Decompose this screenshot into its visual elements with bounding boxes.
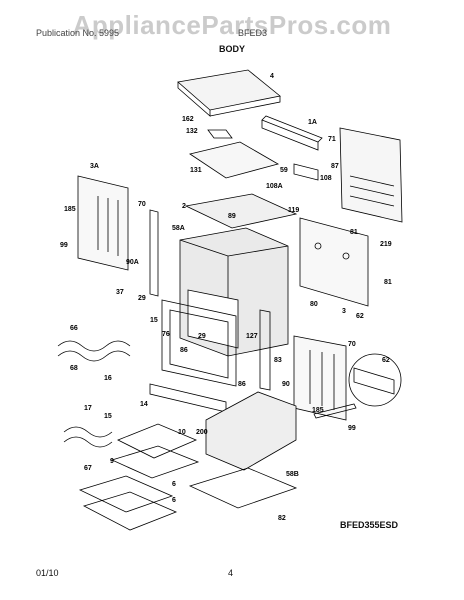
top-panel (177, 69, 281, 117)
label-90: 90 (282, 381, 290, 388)
publication-header: Publication No. 5995 (36, 28, 120, 38)
base-frame (188, 467, 298, 509)
label-162: 162 (182, 116, 194, 123)
label-17: 17 (84, 405, 92, 412)
label-185-lower: 185 (312, 407, 324, 414)
model-header: BFED3 (238, 28, 268, 38)
label-119: 119 (288, 207, 299, 214)
oven-rack-lower (82, 491, 178, 531)
bottom-rail (313, 403, 357, 419)
insulation-top (184, 193, 298, 229)
label-108: 108 (320, 175, 332, 182)
label-59: 59 (280, 167, 288, 174)
label-70-upper: 70 (138, 201, 146, 208)
label-131: 131 (190, 167, 202, 174)
label-15-lower: 15 (104, 413, 112, 420)
label-58A: 58A (172, 225, 185, 232)
label-86-upper: 86 (180, 347, 188, 354)
label-62-lower: 62 (382, 357, 390, 364)
label-62-upper: 62 (356, 313, 364, 320)
label-58B: 58B (286, 471, 299, 478)
terminal-bracket (293, 163, 319, 181)
label-185-upper: 185 (64, 206, 76, 213)
front-strip (259, 309, 271, 391)
label-200: 200 (196, 429, 208, 436)
label-132: 132 (186, 128, 198, 135)
top-plate (189, 141, 280, 179)
left-side-panel (77, 175, 129, 271)
label-82: 82 (278, 515, 286, 522)
rear-channel (261, 115, 323, 151)
front-trim (149, 383, 227, 413)
bottom-insulation (205, 391, 297, 471)
part-labels: 4 162 1A 132 71 131 59 108 87 3A 108A 18… (60, 73, 392, 522)
oven-cavity (179, 227, 289, 357)
label-86-lower: 86 (238, 381, 246, 388)
side-strip (149, 209, 159, 297)
model-code: BFED355ESD (340, 520, 399, 530)
label-37: 37 (116, 289, 124, 296)
label-219: 219 (380, 241, 392, 248)
label-15-upper: 15 (150, 317, 158, 324)
label-29-upper: 29 (138, 295, 146, 302)
label-83: 83 (274, 357, 282, 364)
footer-page-number: 4 (228, 568, 234, 578)
label-71: 71 (328, 136, 336, 143)
label-6-lower: 6 (172, 497, 176, 504)
label-81-lower: 81 (384, 279, 392, 286)
label-89: 89 (228, 213, 236, 220)
label-4: 4 (270, 73, 274, 80)
label-2: 2 (182, 203, 186, 210)
label-29-lower: 29 (198, 333, 206, 340)
label-90A: 90A (126, 259, 139, 266)
back-panel (339, 127, 403, 223)
label-76: 76 (162, 331, 170, 338)
label-87: 87 (331, 163, 339, 170)
label-81-upper: 81 (350, 229, 358, 236)
label-108A: 108A (266, 183, 283, 190)
watermark: AppliancePartsPros.com (72, 10, 392, 40)
label-99-upper: 99 (60, 242, 68, 249)
label-67: 67 (84, 465, 92, 472)
label-1A: 1A (308, 119, 317, 126)
label-16: 16 (104, 375, 112, 382)
section-title: BODY (218, 44, 245, 54)
label-68: 68 (70, 365, 78, 372)
oven-rack-upper (78, 475, 174, 513)
bake-element (63, 426, 113, 448)
footer-date: 01/10 (36, 568, 59, 578)
label-3: 3 (342, 308, 346, 315)
door-frame (161, 299, 237, 387)
label-66: 66 (70, 325, 78, 332)
broil-element (57, 340, 131, 362)
label-10: 10 (178, 429, 186, 436)
label-3A: 3A (90, 163, 99, 170)
rear-panel (299, 217, 369, 307)
label-9: 9 (110, 458, 114, 465)
vent-bracket (207, 129, 233, 139)
label-99-lower: 99 (348, 425, 356, 432)
label-80: 80 (310, 301, 318, 308)
broil-pan-bottom (110, 445, 200, 479)
right-side-panel (293, 335, 347, 421)
label-6-upper: 6 (172, 481, 176, 488)
terminal-block (353, 367, 395, 395)
label-70-lower: 70 (348, 341, 356, 348)
broil-pan (117, 423, 198, 459)
label-14: 14 (140, 401, 148, 408)
label-127: 127 (246, 333, 258, 340)
